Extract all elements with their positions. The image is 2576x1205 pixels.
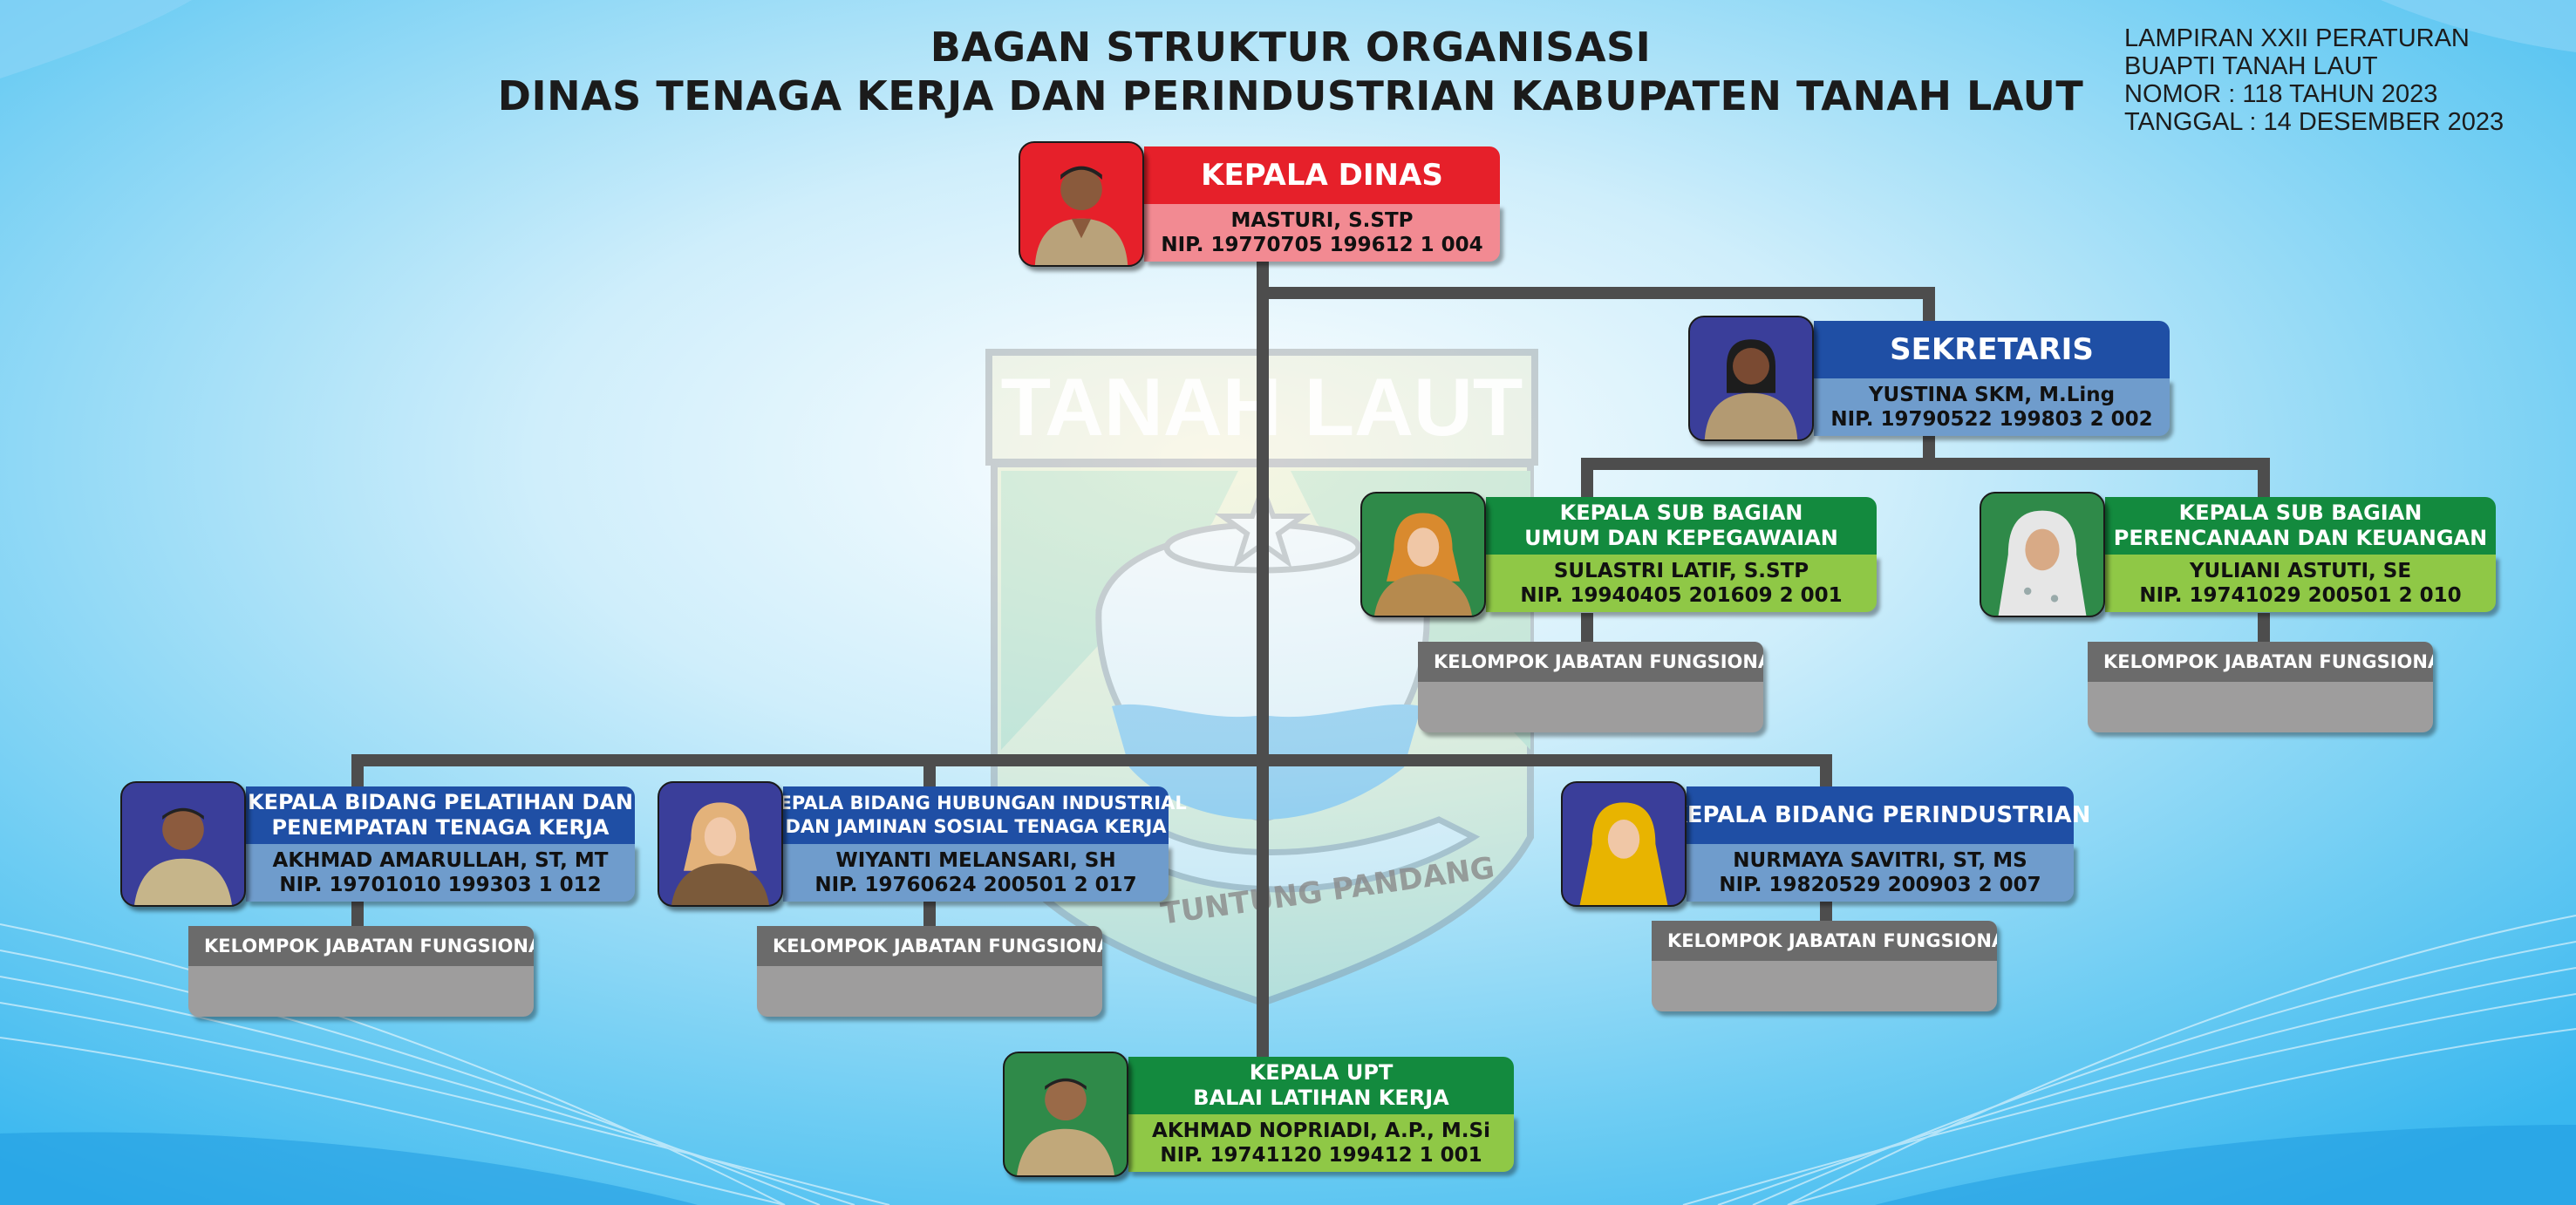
card-upt-blk: KEPALA UPT BALAI LATIHAN KERJA AKHMAD NO… <box>1003 1052 1517 1177</box>
official-name: NURMAYA SAVITRI, ST, MS <box>1733 849 2027 872</box>
card-header: SEKRETARIS <box>1814 321 2170 378</box>
card-bidang-perindustrian: KEPALA BIDANG PERINDUSTRIAN NURMAYA SAVI… <box>1561 781 2090 907</box>
person-photo-icon <box>1019 141 1144 267</box>
card-body: YUSTINA SKM, M.Ling NIP. 19790522 199803… <box>1814 378 2170 436</box>
title-line-1: BAGAN STRUKTUR ORGANISASI <box>930 24 1652 71</box>
position-title-line-1: KEPALA BIDANG PELATIHAN DAN <box>247 790 633 814</box>
functional-group-label: KELOMPOK JABATAN FUNGSIONAL <box>188 926 534 966</box>
person-photo-icon <box>1688 316 1814 441</box>
position-title-line-1: KEPALA SUB BAGIAN <box>1559 500 1803 525</box>
card-header: KEPALA BIDANG PELATIHAN DAN PENEMPATAN T… <box>246 786 635 844</box>
official-name: AKHMAD NOPRIADI, A.P., M.Si <box>1152 1120 1490 1142</box>
person-photo-icon <box>1561 781 1687 907</box>
card-body: WIYANTI MELANSARI, SH NIP. 19760624 2005… <box>783 844 1169 902</box>
card-body: YULIANI ASTUTI, SE NIP. 19741029 200501 … <box>2105 555 2496 612</box>
functional-group-label: KELOMPOK JABATAN FUNGSIONAL <box>1418 642 1763 682</box>
card-subbag-umum: KEPALA SUB BAGIAN UMUM DAN KEPEGAWAIAN S… <box>1360 492 1880 617</box>
official-name: AKHMAD AMARULLAH, ST, MT <box>272 849 609 872</box>
card-kepala-dinas: KEPALA DINAS MASTURI, S.STP NIP. 1977070… <box>1019 141 1503 267</box>
card-body: AKHMAD AMARULLAH, ST, MT NIP. 19701010 1… <box>246 844 635 902</box>
card-sekretaris: SEKRETARIS YUSTINA SKM, M.Ling NIP. 1979… <box>1688 316 2173 441</box>
position-title: KEPALA DINAS <box>1201 158 1443 193</box>
card-body: NURMAYA SAVITRI, ST, MS NIP. 19820529 20… <box>1687 844 2074 902</box>
card-header: KEPALA BIDANG HUBUNGAN INDUSTRIAL DAN JA… <box>765 786 1187 844</box>
card-body: AKHMAD NOPRIADI, A.P., M.Si NIP. 1974112… <box>1128 1114 1514 1172</box>
regulation-reference: LAMPIRAN XXII PERATURAN BUAPTI TANAH LAU… <box>2124 24 2504 136</box>
position-title-line-2: PERENCANAAN DAN KEUANGAN <box>2113 526 2488 550</box>
functional-group-box: KELOMPOK JABATAN FUNGSIONAL <box>757 926 1102 1017</box>
position-title-line-2: UMUM DAN KEPEGAWAIAN <box>1524 526 1838 550</box>
person-photo-icon <box>1003 1052 1128 1177</box>
official-nip: NIP. 19790522 199803 2 002 <box>1830 408 2153 431</box>
card-header: KEPALA UPT BALAI LATIHAN KERJA <box>1128 1057 1514 1114</box>
card-body: MASTURI, S.STP NIP. 19770705 199612 1 00… <box>1144 204 1500 262</box>
official-nip: NIP. 19940405 201609 2 001 <box>1520 584 1843 607</box>
position-title-line-1: KEPALA UPT <box>1249 1060 1394 1085</box>
person-photo-icon <box>120 781 246 907</box>
functional-group-box: KELOMPOK JABATAN FUNGSIONAL <box>2088 642 2433 732</box>
position-title-line-1: KEPALA SUB BAGIAN <box>2178 500 2423 525</box>
official-nip: NIP. 19701010 199303 1 012 <box>279 874 602 896</box>
person-photo-icon <box>1980 492 2105 617</box>
title-line-2: DINAS TENAGA KERJA DAN PERINDUSTRIAN KAB… <box>497 72 2084 119</box>
functional-group-box: KELOMPOK JABATAN FUNGSIONAL <box>1418 642 1763 732</box>
person-photo-icon <box>658 781 783 907</box>
functional-group-box: KELOMPOK JABATAN FUNGSIONAL <box>188 926 534 1017</box>
functional-group-label: KELOMPOK JABATAN FUNGSIONAL <box>757 926 1102 966</box>
card-header: KEPALA SUB BAGIAN PERENCANAAN DAN KEUANG… <box>2105 497 2496 555</box>
position-title-line-1: KEPALA BIDANG HUBUNGAN INDUSTRIAL <box>765 793 1187 814</box>
functional-group-label: KELOMPOK JABATAN FUNGSIONAL <box>1652 921 1997 961</box>
functional-group-box: KELOMPOK JABATAN FUNGSIONAL <box>1652 921 1997 1011</box>
official-name: WIYANTI MELANSARI, SH <box>835 849 1116 872</box>
reference-line-2: BUAPTI TANAH LAUT <box>2124 52 2378 80</box>
official-nip: NIP. 19820529 200903 2 007 <box>1719 874 2041 896</box>
official-nip: NIP. 19760624 200501 2 017 <box>814 874 1137 896</box>
card-header: KEPALA DINAS <box>1144 146 1500 204</box>
card-header: KEPALA SUB BAGIAN UMUM DAN KEPEGAWAIAN <box>1486 497 1877 555</box>
card-subbag-perencanaan: KEPALA SUB BAGIAN PERENCANAAN DAN KEUANG… <box>1980 492 2499 617</box>
position-title-line-2: BALAI LATIHAN KERJA <box>1193 1086 1449 1110</box>
official-name: SULASTRI LATIF, S.STP <box>1553 560 1809 582</box>
official-name: YUSTINA SKM, M.Ling <box>1868 384 2116 406</box>
card-header: KEPALA BIDANG PERINDUSTRIAN <box>1670 786 2090 844</box>
position-title: SEKRETARIS <box>1890 332 2094 367</box>
official-nip: NIP. 19741120 199412 1 001 <box>1160 1144 1482 1167</box>
position-title-line-2: PENEMPATAN TENAGA KERJA <box>271 815 610 840</box>
functional-group-label: KELOMPOK JABATAN FUNGSIONAL <box>2088 642 2433 682</box>
reference-line-1: LAMPIRAN XXII PERATURAN <box>2124 24 2470 52</box>
card-bidang-pelatihan: KEPALA BIDANG PELATIHAN DAN PENEMPATAN T… <box>120 781 638 907</box>
reference-line-3: NOMOR : 118 TAHUN 2023 <box>2124 80 2438 108</box>
page-title: BAGAN STRUKTUR ORGANISASI DINAS TENAGA K… <box>453 23 2128 120</box>
official-name: MASTURI, S.STP <box>1230 209 1414 232</box>
card-body: SULASTRI LATIF, S.STP NIP. 19940405 2016… <box>1486 555 1877 612</box>
position-title: KEPALA BIDANG PERINDUSTRIAN <box>1669 801 2091 828</box>
official-nip: NIP. 19770705 199612 1 004 <box>1161 234 1483 256</box>
reference-line-4: TANGGAL : 14 DESEMBER 2023 <box>2124 108 2504 136</box>
official-name: YULIANI ASTUTI, SE <box>2189 560 2412 582</box>
person-photo-icon <box>1360 492 1486 617</box>
card-bidang-hubungan: KEPALA BIDANG HUBUNGAN INDUSTRIAL DAN JA… <box>658 781 1187 907</box>
official-nip: NIP. 19741029 200501 2 010 <box>2139 584 2462 607</box>
position-title-line-2: DAN JAMINAN SOSIAL TENAGA KERJA <box>785 816 1167 837</box>
